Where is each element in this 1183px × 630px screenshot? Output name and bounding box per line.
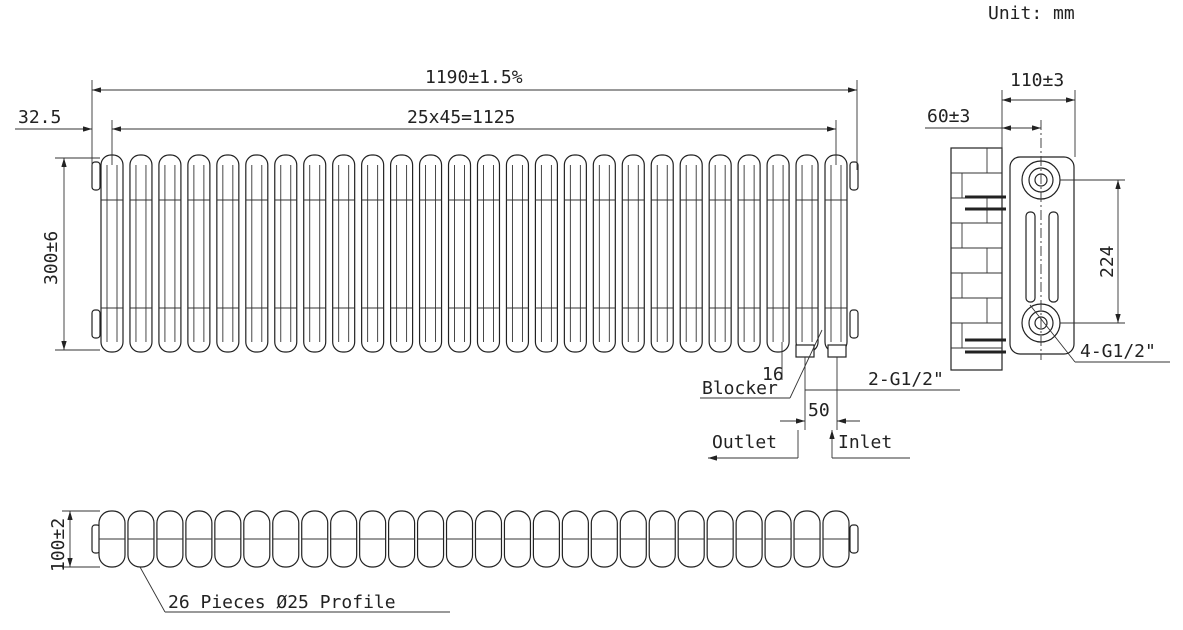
radiator-section [245,154,269,353]
end-plug-right-top-view [849,524,859,554]
top-dimensions: 100±2 26 Pieces Ø25 Profile [48,510,450,613]
radiator-section-top [301,510,329,568]
radiator-section-top [388,510,416,568]
end-plug-right-top [849,161,859,191]
radiator-section [361,154,385,353]
radiator-section [100,154,124,353]
radiator-section-top [445,510,474,568]
end-plug-left-top [91,161,101,191]
radiator-section-top [474,510,503,568]
radiator-section [187,154,211,353]
radiator-section [534,154,559,353]
radiator-section-top [648,510,676,568]
radiator-section [766,154,790,353]
radiator-section-top [156,510,184,568]
radiator-section [708,154,732,353]
radiator-section-top [359,510,387,568]
radiator-section-top [561,510,589,568]
front-view [91,154,859,353]
radiator-section [390,154,414,353]
side-view: 110±3 60±3 224 4-G1/2" [925,70,1170,371]
height-label: 300±6 [41,231,62,285]
radiator-section [332,154,356,353]
radiator-section [650,154,674,353]
radiator-section [505,154,530,353]
radiator-section-top [706,510,734,568]
centres-label: 224 [1097,245,1118,278]
top-depth-label: 100±2 [48,518,69,572]
radiator-section-top [185,510,213,568]
radiator-section-top [822,510,850,568]
radiator-section-top [503,510,532,568]
radiator-section [592,154,616,353]
radiator-section [216,154,240,353]
radiator-section-top [735,510,763,568]
inlet-label: Inlet [838,432,892,453]
profile-label: 26 Pieces Ø25 Profile [168,592,396,613]
radiator-section-top [416,510,445,568]
ports-label: 4-G1/2" [1080,341,1156,362]
end-plug-left-bottom [91,309,101,339]
radiator-section [824,154,848,353]
radiator-section-top [590,510,618,568]
radiator-section [303,154,327,353]
end-offset-label: 32.5 [18,107,61,128]
radiator-section [129,154,153,353]
wall-offset-label: 60±3 [927,106,970,127]
overall-length-label: 1190±1.5% [425,67,523,88]
radiator-section-top [272,510,300,568]
blocker-dim-label: 16 [762,364,784,385]
end-plug-right-bottom [849,309,859,339]
radiator-section [476,154,501,353]
radiator-section-top [532,510,561,568]
radiator-section [563,154,587,353]
radiator-section [447,154,472,353]
radiator-section-top [214,510,242,568]
unit-label: Unit: mm [988,3,1075,24]
outlet-label: Outlet [712,432,777,453]
radiator-section-top [793,510,821,568]
connection-label: 2-G1/2" [868,369,944,390]
radiator-section-top [243,510,271,568]
blocker-label: Blocker [702,378,778,399]
radiator-section-top [619,510,647,568]
radiator-section [158,154,182,353]
radiator-section [737,154,761,353]
radiator-section-top [98,510,126,568]
radiator-section-top [764,510,792,568]
depth-label: 110±3 [1010,70,1064,91]
radiator-section [274,154,298,353]
radiator-section [621,154,645,353]
radiator-section [795,154,819,353]
radiator-section-top [677,510,705,568]
section-pitch-label: 25x45=1125 [407,107,515,128]
radiator-section [418,154,443,353]
radiator-section-top [330,510,358,568]
radiator-section [679,154,703,353]
radiator-section-top [127,510,155,568]
top-view [91,510,859,568]
connection-spacing-label: 50 [808,400,830,421]
front-dimensions: 1190±1.5% 25x45=1125 32.5 300±6 16 Block… [15,67,960,461]
